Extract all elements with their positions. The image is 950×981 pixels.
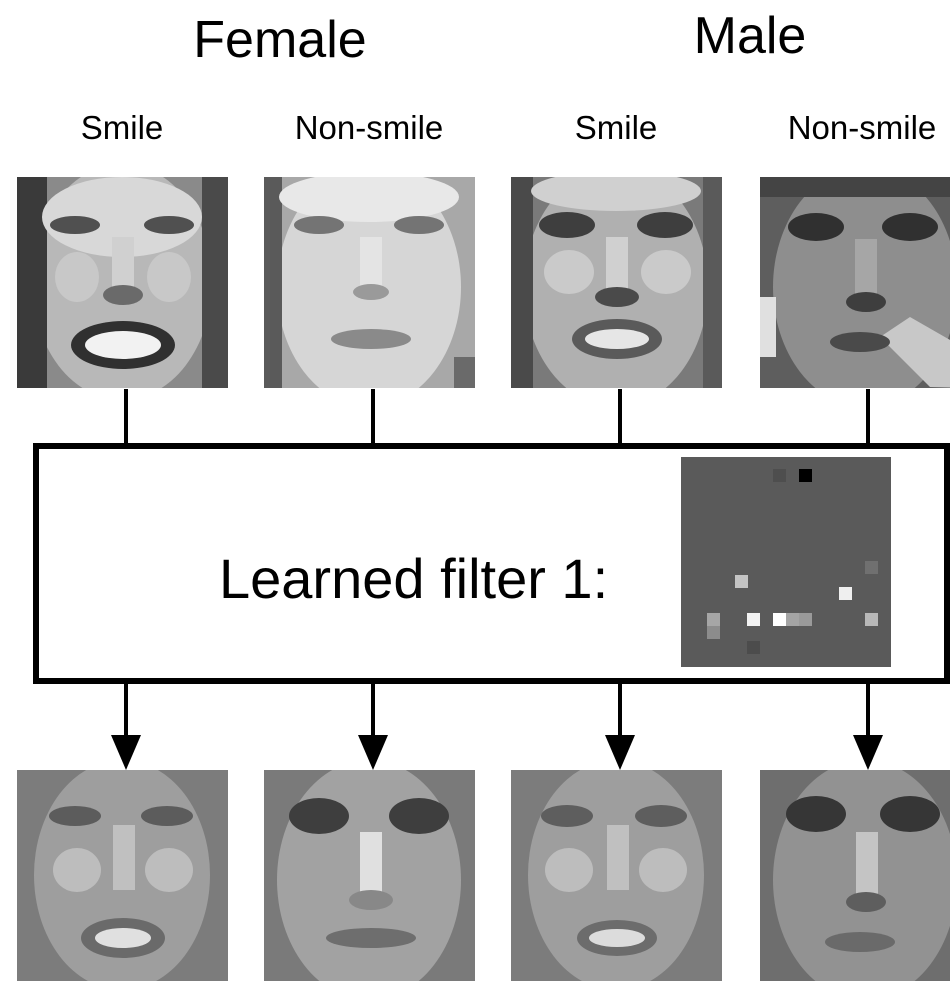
input-face-female-smile: [17, 177, 228, 388]
output-face-female-smile: [17, 770, 228, 981]
group-title-female: Female: [193, 11, 367, 69]
input-face-male-smile: [511, 177, 722, 388]
arrowhead-3: [605, 735, 635, 770]
output-face-female-non-smile: [264, 770, 475, 981]
column-label-female-smile: Smile: [80, 109, 164, 146]
column-label-male-non-smile: Non-smile: [787, 109, 937, 146]
group-title-male: Male: [693, 7, 807, 65]
output-face-male-smile: [511, 770, 722, 981]
filter-box: Learned filter 1:: [33, 443, 950, 684]
arrowhead-1: [111, 735, 141, 770]
column-label-male-smile: Smile: [574, 109, 658, 146]
learned-filter-image: [681, 457, 891, 667]
input-face-male-non-smile: [760, 177, 950, 388]
column-label-female-non-smile: Non-smile: [294, 109, 444, 146]
input-face-female-non-smile: [264, 177, 475, 388]
arrowhead-4: [853, 735, 883, 770]
arrowhead-2: [358, 735, 388, 770]
output-face-male-non-smile: [760, 770, 950, 981]
filter-label: Learned filter 1:: [219, 547, 609, 610]
